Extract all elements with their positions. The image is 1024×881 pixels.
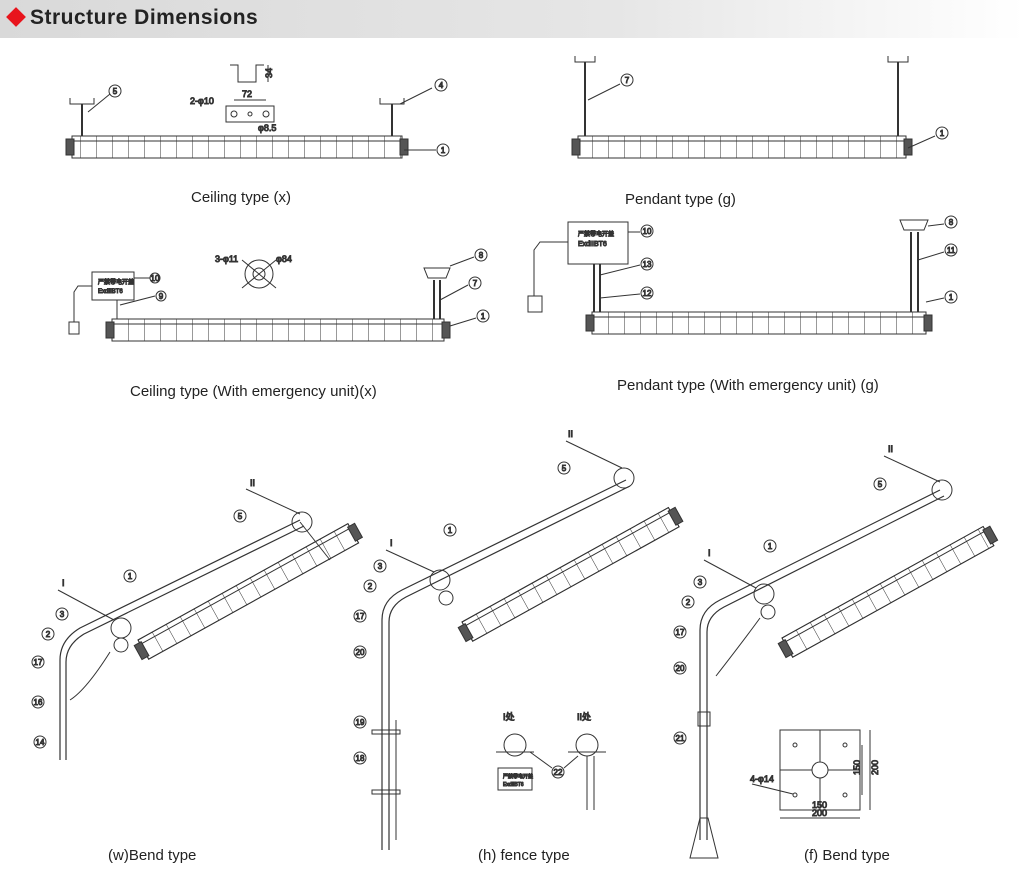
box-warning-text-2: 严禁带电开盖	[578, 230, 614, 238]
caption-ceiling-type: Ceiling type (x)	[191, 189, 292, 206]
detail-label-one: I处	[503, 711, 515, 722]
dim-base-outer-v: 200	[870, 760, 880, 775]
callout-5: 5	[113, 87, 118, 96]
ceiling-type-drawing: 34 72 2-φ10 φ8.5 5 4 1	[65, 64, 450, 159]
bend-f-drawing: II I 5 1 3 2 17 20 21 150 200 150 200 4-…	[673, 444, 999, 859]
detail-mark-two-w: II	[250, 478, 255, 488]
callout-19-h: 19	[356, 718, 365, 727]
dim-flange-dia: φ84	[276, 254, 292, 264]
bend-w-drawing: II I 5 1 3 2 17 16 14	[31, 478, 364, 760]
callout-15-w: 14	[36, 738, 45, 747]
section-title: Structure Dimensions	[30, 6, 259, 29]
callout-1c: 1	[481, 312, 486, 321]
dim-base-inner-h: 150	[812, 800, 827, 810]
callout-1: 1	[441, 146, 446, 155]
callout-17-h: 17	[356, 612, 365, 621]
dim-holes-left: 2-φ10	[190, 96, 214, 106]
callout-1-h: 1	[448, 526, 453, 535]
callout-21-f: 21	[676, 734, 685, 743]
detail-box-text-1: 严禁带电开盖	[503, 773, 533, 780]
callout-5-w: 5	[238, 512, 243, 521]
caption-bend-f: (f) Bend type	[804, 847, 890, 864]
callout-18-h: 18	[356, 754, 365, 763]
callout-3-w: 3	[60, 610, 65, 619]
callout-7: 7	[625, 76, 630, 85]
dim-base-inner-v: 150	[852, 760, 862, 775]
ceiling-emergency-drawing: 严禁带电开盖 ExdIIBT6 3-φ11 φ84 10 9 8 7 1	[68, 248, 490, 342]
callout-11: 10	[151, 274, 160, 283]
box-rating-text-2: ExdIIBT6	[578, 241, 607, 248]
detail-mark-two-f: II	[888, 444, 893, 454]
callout-22: 22	[554, 768, 563, 777]
callout-2-f: 2	[686, 598, 691, 607]
dim-base-outer-h: 200	[812, 808, 827, 818]
caption-pendant-emergency: Pendant type (With emergency unit) (g)	[617, 377, 879, 394]
callout-1-f: 1	[768, 542, 773, 551]
callout-2-w: 2	[46, 630, 51, 639]
callout-3-f: 3	[698, 578, 703, 587]
caption-fence-h: (h) fence type	[478, 847, 570, 864]
callout-13: 12	[643, 289, 652, 298]
callout-8: 7	[473, 279, 478, 288]
pendant-emergency-drawing: 严禁带电开盖 ExdIIBT6 10 13 12 8 11 1	[527, 215, 958, 335]
dim-holes-three: 3-φ11	[215, 254, 238, 264]
callout-5-h: 5	[562, 464, 567, 473]
detail-box-text-2: ExdIIBT6	[503, 782, 524, 788]
caption-bend-w: (w)Bend type	[108, 847, 197, 864]
caption-pendant-type: Pendant type (g)	[625, 191, 736, 208]
callout-5-f: 5	[878, 480, 883, 489]
callout-20-h: 20	[356, 648, 365, 657]
detail-mark-one-w: I	[62, 578, 65, 588]
callout-17-f: 17	[676, 628, 685, 637]
detail-mark-one-h: I	[390, 538, 393, 548]
callout-9b: 8	[949, 218, 954, 227]
callout-20-f: 20	[676, 664, 685, 673]
detail-mark-two-h: II	[568, 429, 573, 439]
detail-mark-one-f: I	[708, 548, 711, 558]
callout-3-h: 3	[378, 562, 383, 571]
fence-h-drawing: II I 5 1 3 2 17 20 19 18 I处 II处 严禁带电开盖 E…	[353, 429, 684, 850]
callout-17-w: 17	[34, 658, 43, 667]
callout-1-w: 1	[128, 572, 133, 581]
box-rating-text: ExdIIBT6	[98, 289, 123, 295]
callout-9: 8	[479, 251, 484, 260]
dim-hole-right: φ8.5	[258, 123, 276, 133]
dim-base-holes: 4-φ14	[750, 774, 774, 784]
caption-ceiling-emergency: Ceiling type (With emergency unit)(x)	[130, 383, 377, 400]
callout-16-w: 16	[34, 698, 43, 707]
callout-2-h: 2	[368, 582, 373, 591]
detail-label-two: II处	[577, 711, 591, 722]
callout-1d: 1	[949, 293, 954, 302]
section-header: Structure Dimensions	[0, 0, 1024, 38]
callout-4: 4	[439, 81, 444, 90]
callout-10: 9	[159, 292, 164, 301]
callout-1b: 1	[940, 129, 945, 138]
callout-14: 13	[643, 260, 652, 269]
callout-12: 11	[947, 246, 956, 255]
callout-11b: 10	[643, 227, 652, 236]
dim-bracket-height: 34	[264, 68, 274, 78]
dim-hole-spacing: 72	[242, 89, 252, 99]
box-warning-text: 严禁带电开盖	[98, 278, 134, 286]
pendant-type-drawing: 7 1	[571, 56, 949, 159]
